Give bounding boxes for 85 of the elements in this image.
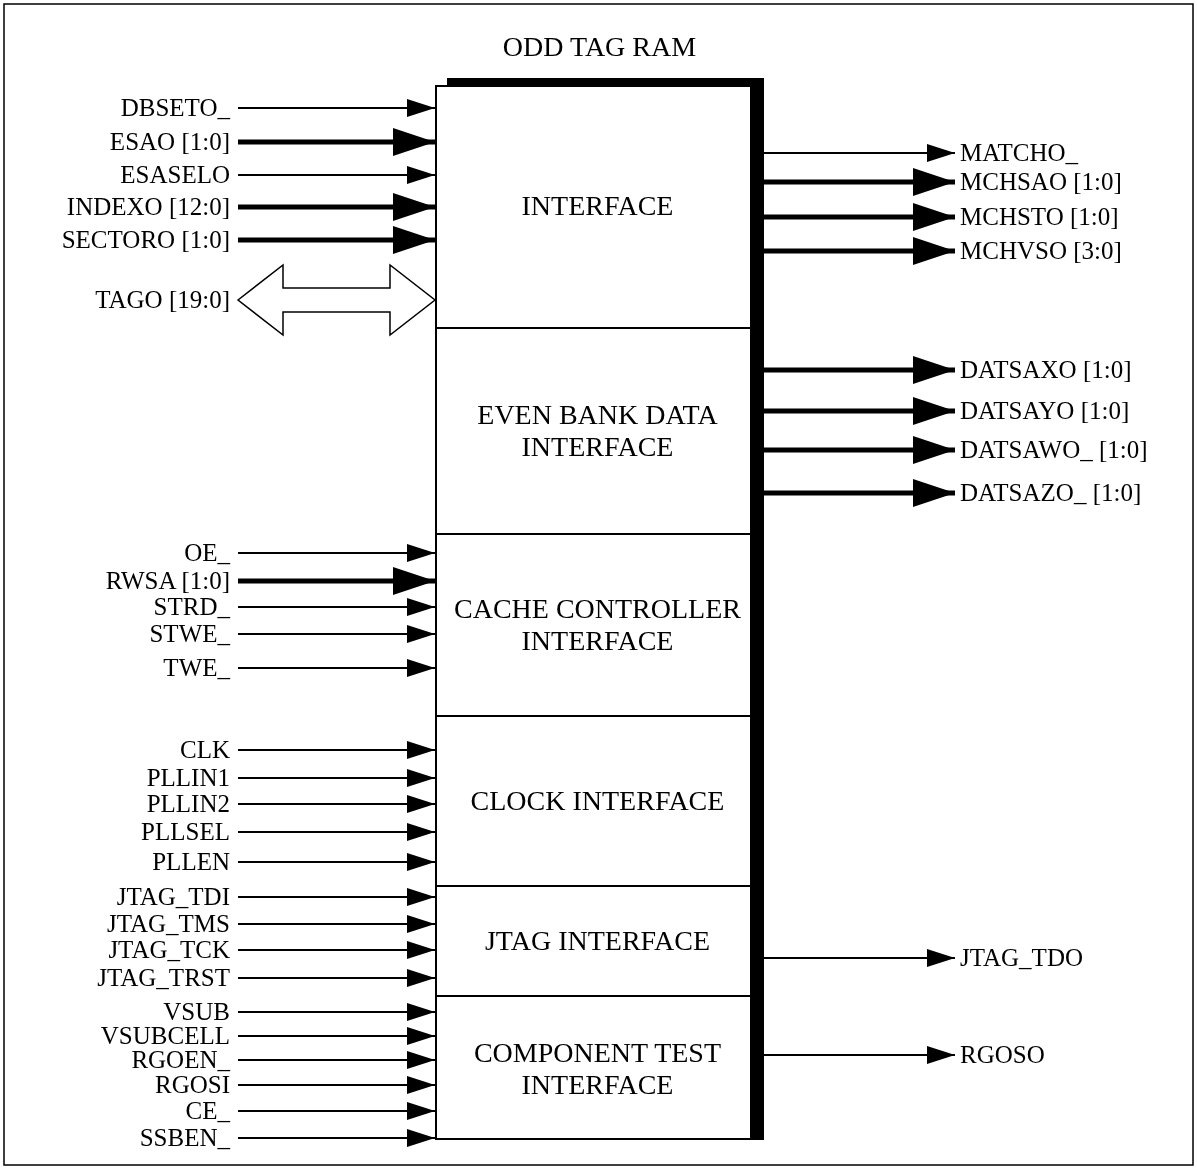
signal-name: MCHSTO [1:0] (960, 203, 1119, 230)
signal-name: CE_ (185, 1097, 230, 1124)
signal-name: SSBEN_ (139, 1124, 230, 1151)
section-title: COMPONENT TEST INTERFACE (472, 1036, 723, 1101)
signal-name: OE_ (184, 539, 230, 566)
interface-section (435, 715, 764, 885)
signal-arrow (237, 888, 436, 906)
interface-section (435, 885, 764, 995)
bus-arrow (238, 226, 435, 254)
signal-arrow (237, 915, 436, 933)
signal-arrow (237, 1129, 436, 1147)
bus-arrow (764, 479, 955, 507)
signal-name: JTAG_TRST (97, 964, 230, 991)
signal-name: JTAG_TCK (108, 936, 230, 963)
section-title: CACHE CONTROLLER INTERFACE (453, 593, 742, 657)
signal-arrow (237, 166, 436, 184)
signal-name: VSUB (163, 998, 230, 1025)
signal-arrow (237, 741, 436, 759)
signal-arrow (763, 949, 956, 967)
bus-arrow (238, 128, 435, 156)
signal-name: JTAG_TDI (116, 883, 230, 910)
bus-arrow (764, 436, 955, 464)
signal-arrow (237, 795, 436, 813)
signal-arrow (237, 544, 436, 562)
signal-name: MATCHO_ (960, 139, 1079, 166)
interface-section (435, 85, 764, 327)
signal-arrow (763, 144, 956, 162)
signal-name: ESAO [1:0] (109, 128, 230, 155)
signal-name: DATSAXO [1:0] (960, 356, 1132, 383)
signal-arrow (237, 99, 436, 117)
section-title: JTAG INTERFACE (484, 925, 711, 957)
signal-name: TWE_ (163, 654, 230, 681)
bus-arrow (764, 168, 955, 196)
signal-name: JTAG_TMS (107, 910, 230, 937)
bus-arrow (238, 567, 435, 595)
signal-name: RGOSO (960, 1041, 1045, 1068)
section-title: EVEN BANK DATA INTERFACE (476, 399, 719, 463)
signal-arrow (237, 941, 436, 959)
signal-arrow (237, 1027, 436, 1045)
signal-name: DBSETO_ (120, 94, 230, 121)
signal-name: DATSAYO [1:0] (960, 397, 1130, 424)
interface-section (435, 327, 764, 533)
signal-name: RGOSI (155, 1071, 230, 1098)
section-title: INTERFACE (521, 190, 674, 222)
signal-name: TAGO [19:0] (95, 286, 230, 313)
section-title: CLOCK INTERFACE (470, 785, 725, 817)
signal-arrow (237, 598, 436, 616)
interface-section (435, 533, 764, 715)
signal-arrow (237, 1051, 436, 1069)
signal-name: PLLSEL (141, 818, 230, 845)
signal-name: RWSA [1:0] (105, 567, 230, 594)
signal-arrow (237, 853, 436, 871)
signal-arrow (237, 625, 436, 643)
signal-name: DATSAZO_ [1:0] (960, 479, 1142, 506)
signal-name: MCHSAO [1:0] (960, 168, 1122, 195)
signal-arrow (237, 969, 436, 987)
interface-section (435, 995, 764, 1140)
signal-name: RGOEN_ (131, 1046, 230, 1073)
bus-arrow (764, 203, 955, 231)
bus-arrow (764, 397, 955, 425)
signal-name: ESASELO (120, 161, 230, 188)
signal-arrow (763, 1046, 956, 1064)
chip-title: ODD TAG RAM (501, 31, 698, 63)
bidirectional-bus-arrow (236, 263, 437, 337)
signal-arrow (237, 659, 436, 677)
signal-name: INDEXO [12:0] (66, 193, 230, 220)
signal-name: JTAG_TDO (960, 944, 1083, 971)
signal-arrow (237, 1102, 436, 1120)
bus-arrow (764, 237, 955, 265)
signal-name: MCHVSO [3:0] (960, 237, 1122, 264)
signal-name: PLLEN (152, 848, 230, 875)
bus-arrow (764, 356, 955, 384)
signal-arrow (237, 769, 436, 787)
signal-name: CLK (180, 736, 230, 763)
signal-name: STWE_ (149, 620, 230, 647)
signal-arrow (237, 1076, 436, 1094)
bus-arrow (238, 193, 435, 221)
signal-name: VSUBCELL (100, 1022, 230, 1049)
signal-name: STRD_ (153, 593, 230, 620)
signal-name: PLLIN1 (146, 764, 230, 791)
signal-name: DATSAWO_ [1:0] (960, 436, 1148, 463)
signal-name: SECTORO [1:0] (61, 226, 230, 253)
signal-arrow (237, 1003, 436, 1021)
signal-name: PLLIN2 (146, 790, 230, 817)
signal-arrow (237, 823, 436, 841)
